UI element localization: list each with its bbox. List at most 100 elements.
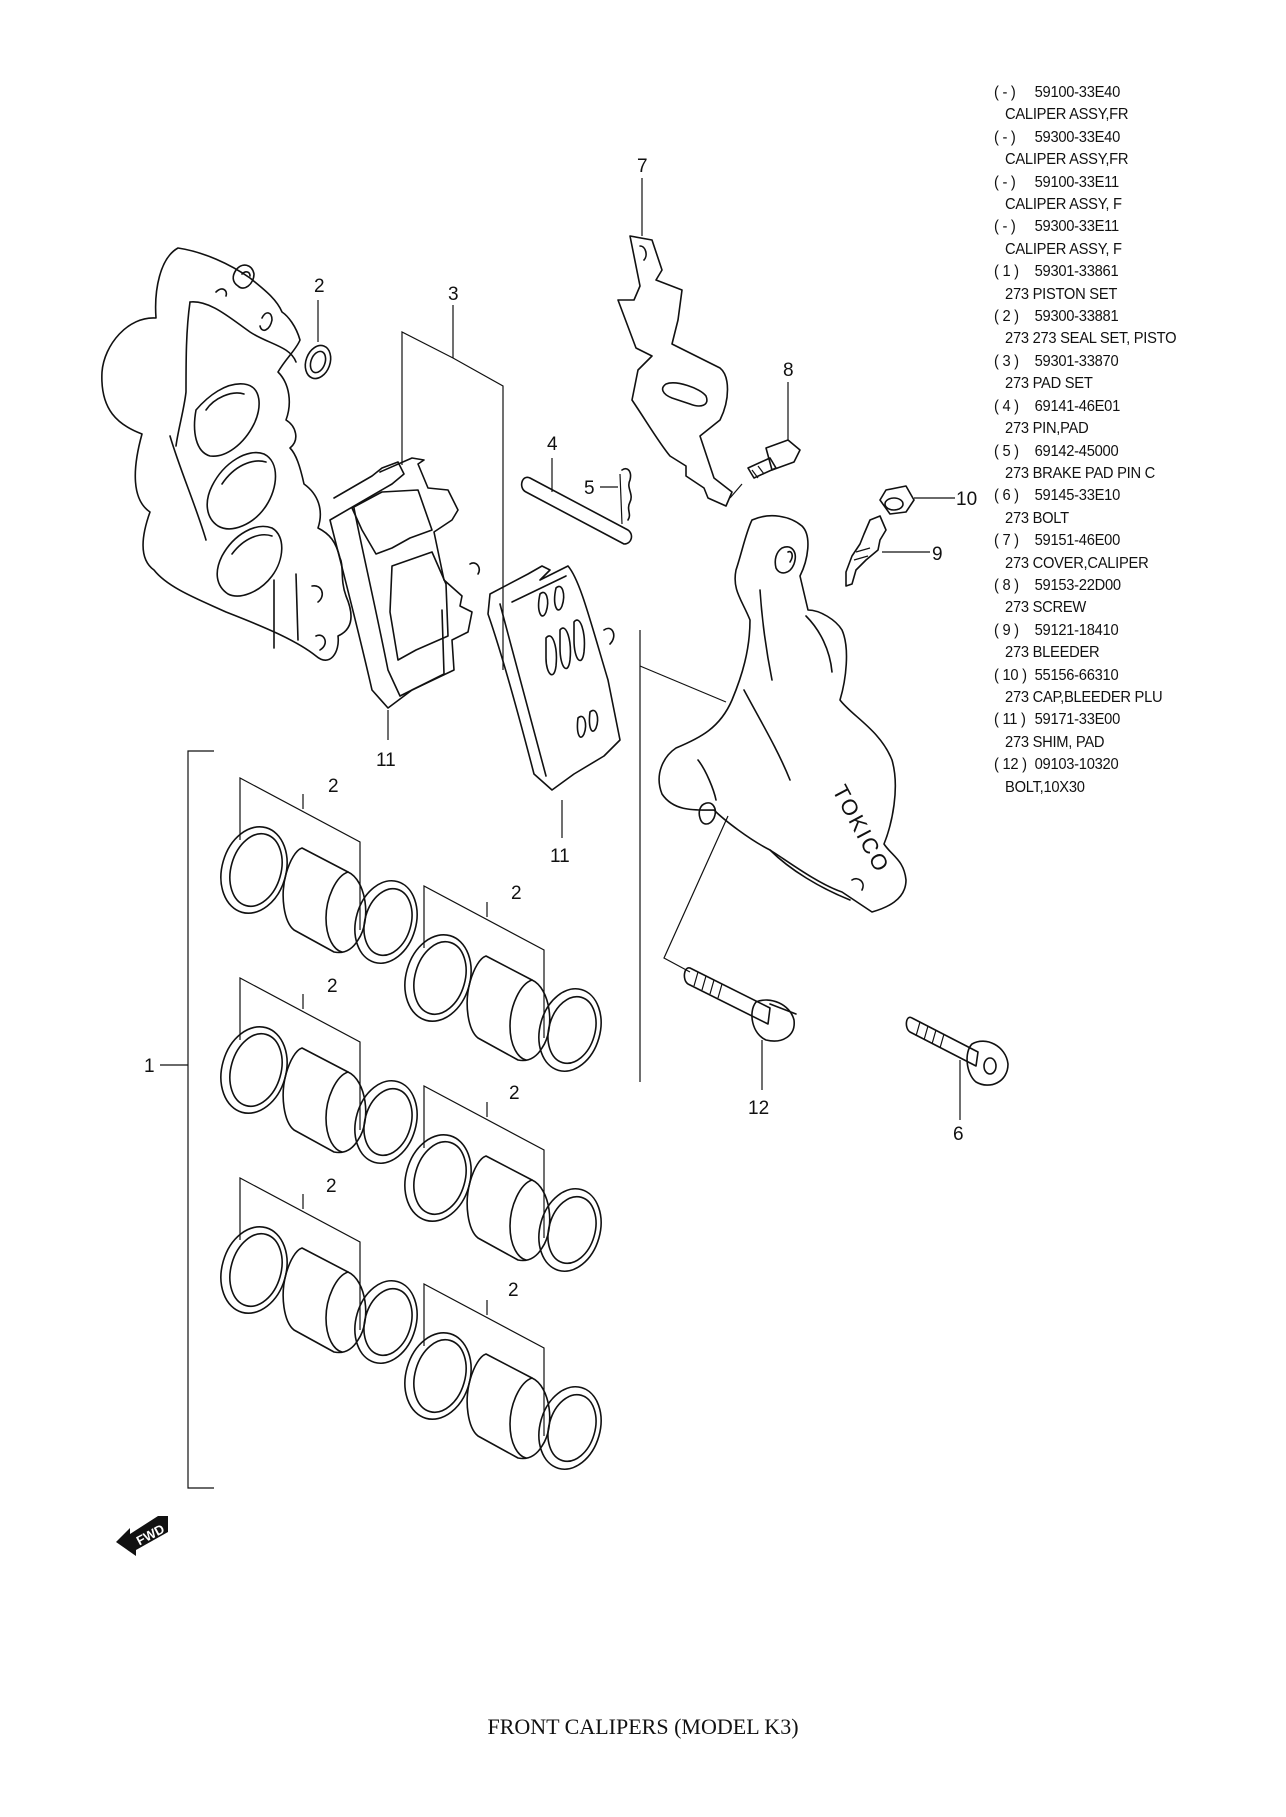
- part-description: 273 BOLT: [1005, 509, 1069, 527]
- part-number: 69142-45000: [1034, 442, 1119, 460]
- parts-list-item: ( - ) 59300-33E11: [994, 216, 1261, 238]
- callout-pad-set: 3: [448, 284, 459, 305]
- part-description: 273 PISTON SET: [1005, 285, 1118, 303]
- part-description: CALIPER ASSY,FR: [1005, 151, 1129, 169]
- part-ref: ( - ): [994, 218, 1016, 236]
- part-ref: ( 11 ): [994, 711, 1026, 729]
- piston-seal-ring: [346, 1073, 427, 1170]
- piston-seal-group: [211, 1178, 426, 1371]
- dust-seal-ring-inner: [406, 1334, 474, 1419]
- parts-list-item: ( 4 ) 69141-46E01: [994, 396, 1261, 418]
- callout-bolt-12: 12: [748, 1098, 769, 1119]
- mounting-bolt-12: [684, 968, 796, 1090]
- parts-list-item: ( 5 ) 69142-45000: [994, 441, 1261, 463]
- piston-seal-ring: [346, 873, 427, 970]
- piston-edge: [326, 1072, 348, 1152]
- piston-seal-group: [395, 1086, 610, 1279]
- piston-seal-group: [395, 1284, 610, 1477]
- pad-pin: [522, 458, 632, 544]
- part-ref: ( 1 ): [994, 263, 1019, 281]
- callout-shim-right: 11: [550, 846, 570, 867]
- part-description: 273 BRAKE PAD PIN C: [1005, 464, 1155, 482]
- piston-seal-ring: [346, 1273, 427, 1370]
- piston-edge: [326, 872, 348, 952]
- callout-shim-left: 11: [376, 750, 396, 771]
- callout-bleeder: 9: [932, 544, 943, 565]
- piston-seal-ring-inner: [541, 1191, 604, 1269]
- callout-seal-b: 2: [511, 883, 522, 904]
- part-number: 59171-33E00: [1034, 711, 1121, 729]
- piston-edge: [326, 1272, 348, 1352]
- group-bracket: [240, 1178, 360, 1330]
- part-description: 273 BLEEDER: [1005, 644, 1100, 662]
- part-number: 69141-46E01: [1034, 397, 1121, 415]
- part-number: 59300-33881: [1034, 308, 1119, 326]
- piston: [283, 848, 366, 953]
- piston-edge: [510, 1378, 532, 1458]
- part-ref: ( 9 ): [994, 621, 1019, 639]
- part-description: 273 CAP,BLEEDER PLU: [1005, 688, 1163, 706]
- part-number: 59300-33E11: [1034, 218, 1120, 236]
- parts-list-item: ( - ) 59100-33E11: [994, 172, 1261, 194]
- part-number: 59300-33E40: [1034, 128, 1121, 146]
- caliper-cover: [618, 178, 732, 506]
- group-bracket: [240, 978, 360, 1130]
- caliper-body-inner: [102, 248, 351, 660]
- piston-seal-group: [211, 978, 426, 1171]
- brake-pad-left: [330, 458, 479, 740]
- part-ref: ( 6 ): [994, 487, 1019, 505]
- piston-edge: [510, 1180, 532, 1260]
- parts-list-item: ( 1 ) 59301-33861: [994, 261, 1261, 283]
- assembly-leaders: [640, 630, 728, 1082]
- parts-list-item: ( 12 ) 09103-10320: [994, 754, 1261, 776]
- piston-seal-ring-inner: [357, 1283, 420, 1361]
- parts-list-item: ( - ) 59300-33E40: [994, 127, 1261, 149]
- forward-arrow-icon: FWD: [116, 1516, 168, 1556]
- part-number: 59100-33E40: [1034, 84, 1121, 101]
- bleeder-valve: [846, 516, 930, 586]
- callout-seal-a: 2: [328, 776, 339, 797]
- piston-seal-ring-inner: [357, 883, 420, 961]
- seal-ring-small: [301, 300, 335, 382]
- part-number: 59121-18410: [1034, 621, 1119, 639]
- part-ref: ( 7 ): [994, 532, 1019, 550]
- parts-list-item: ( 9 ) 59121-18410: [994, 620, 1261, 642]
- caliper-body-outer: TOKICO: [659, 516, 906, 912]
- dust-seal-ring-inner: [222, 1028, 290, 1113]
- piston-assembly-bracket: [160, 751, 214, 1488]
- piston-seal-ring-inner: [541, 991, 604, 1069]
- callout-bleeder-cap: 10: [956, 489, 977, 510]
- piston: [467, 956, 550, 1061]
- group-bracket: [424, 1284, 544, 1436]
- dust-seal-ring-inner: [406, 936, 474, 1021]
- callout-cover: 7: [637, 156, 648, 177]
- piston-seal-ring: [530, 981, 611, 1078]
- part-number: 59301-33861: [1034, 263, 1119, 281]
- part-ref: ( 2 ): [994, 308, 1019, 326]
- dust-seal-ring-inner: [222, 1228, 290, 1313]
- part-number: 59145-33E10: [1034, 487, 1121, 505]
- callout-seal-top: 2: [314, 276, 325, 297]
- group-bracket: [240, 778, 360, 930]
- piston-seal-ring-inner: [357, 1083, 420, 1161]
- part-description: CALIPER ASSY, F: [1005, 240, 1122, 258]
- pad-shim-right: [488, 566, 620, 838]
- dust-seal-ring-inner: [222, 828, 290, 913]
- callout-labels: 2 3 4 5 7 8 10 9 11 11 1 2 2 2 2 2 2 12 …: [144, 156, 977, 1301]
- callout-piston-assy: 1: [144, 1056, 155, 1077]
- piston: [467, 1354, 550, 1459]
- part-description: CALIPER ASSY,FR: [1005, 106, 1129, 124]
- diagram-title: FRONT CALIPERS (MODEL K3): [487, 1714, 799, 1739]
- callout-bolt-6: 6: [953, 1124, 964, 1145]
- callout-pad-pin: 4: [547, 434, 558, 455]
- part-description: 273 SCREW: [1005, 599, 1086, 617]
- group-bracket: [424, 1086, 544, 1238]
- callout-screw: 8: [783, 360, 794, 381]
- part-ref: ( 8 ): [994, 576, 1019, 594]
- piston-seal-group: [395, 886, 610, 1079]
- fwd-label: FWD: [134, 1521, 167, 1548]
- part-number: 59301-33870: [1034, 352, 1119, 370]
- part-ref: ( 12 ): [994, 756, 1027, 774]
- mounting-bolt-6: [906, 1017, 1008, 1120]
